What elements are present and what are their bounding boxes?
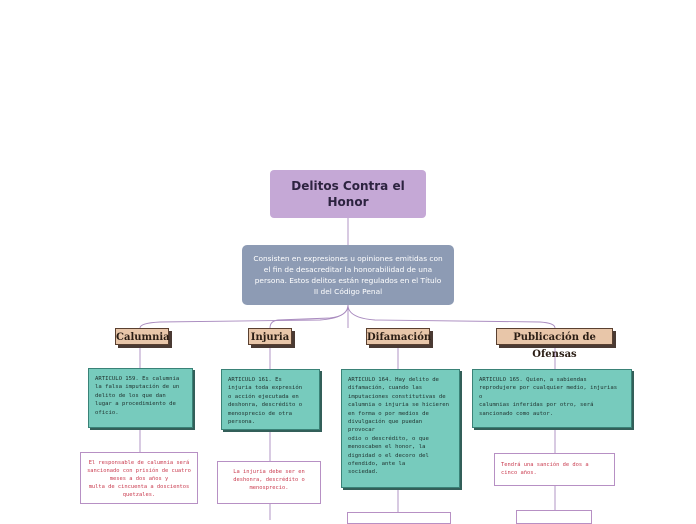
description-text: Consisten en expresiones u opiniones emi… xyxy=(253,254,443,296)
sub-box-publicacion-ofensas[interactable] xyxy=(516,510,592,524)
article-box-calumnia[interactable]: ARTICULO 159. Es calumnia la falsa imput… xyxy=(88,368,193,428)
branch-header-difamacion[interactable]: Difamación xyxy=(366,328,432,345)
description-node[interactable]: Consisten en expresiones u opiniones emi… xyxy=(242,245,454,305)
branch-label: Calumnia xyxy=(116,332,170,343)
note-box-injuria[interactable]: La injuria debe ser en deshonra, descréd… xyxy=(217,461,321,504)
article-box-difamacion[interactable]: ARTICULO 164. Hay delito de difamación, … xyxy=(341,369,460,488)
article-box-injuria[interactable]: ARTICULO 161. Es injuria toda expresión … xyxy=(221,369,320,430)
branch-label: Publicación de Ofensas xyxy=(513,332,596,360)
root-title: Delitos Contra el Honor xyxy=(291,179,405,209)
branch-header-calumnia[interactable]: Calumnia xyxy=(115,328,170,345)
note-box-calumnia[interactable]: El responsable de calumnia será sanciona… xyxy=(80,452,198,504)
note-box-publicacion-ofensas[interactable]: Tendrá una sanción de dos a cinco años. xyxy=(494,453,615,486)
note-box-difamacion[interactable] xyxy=(347,512,451,524)
branch-label: Difamación xyxy=(367,332,432,343)
root-node[interactable]: Delitos Contra el Honor xyxy=(270,170,426,218)
branch-label: Injuria xyxy=(250,332,290,343)
branch-header-publicacion-ofensas[interactable]: Publicación de Ofensas xyxy=(496,328,613,360)
branch-header-injuria[interactable]: Injuria xyxy=(248,328,292,345)
article-box-publicacion-ofensas[interactable]: ARTICULO 165. Quien, a sabiendas reprodu… xyxy=(472,369,632,428)
